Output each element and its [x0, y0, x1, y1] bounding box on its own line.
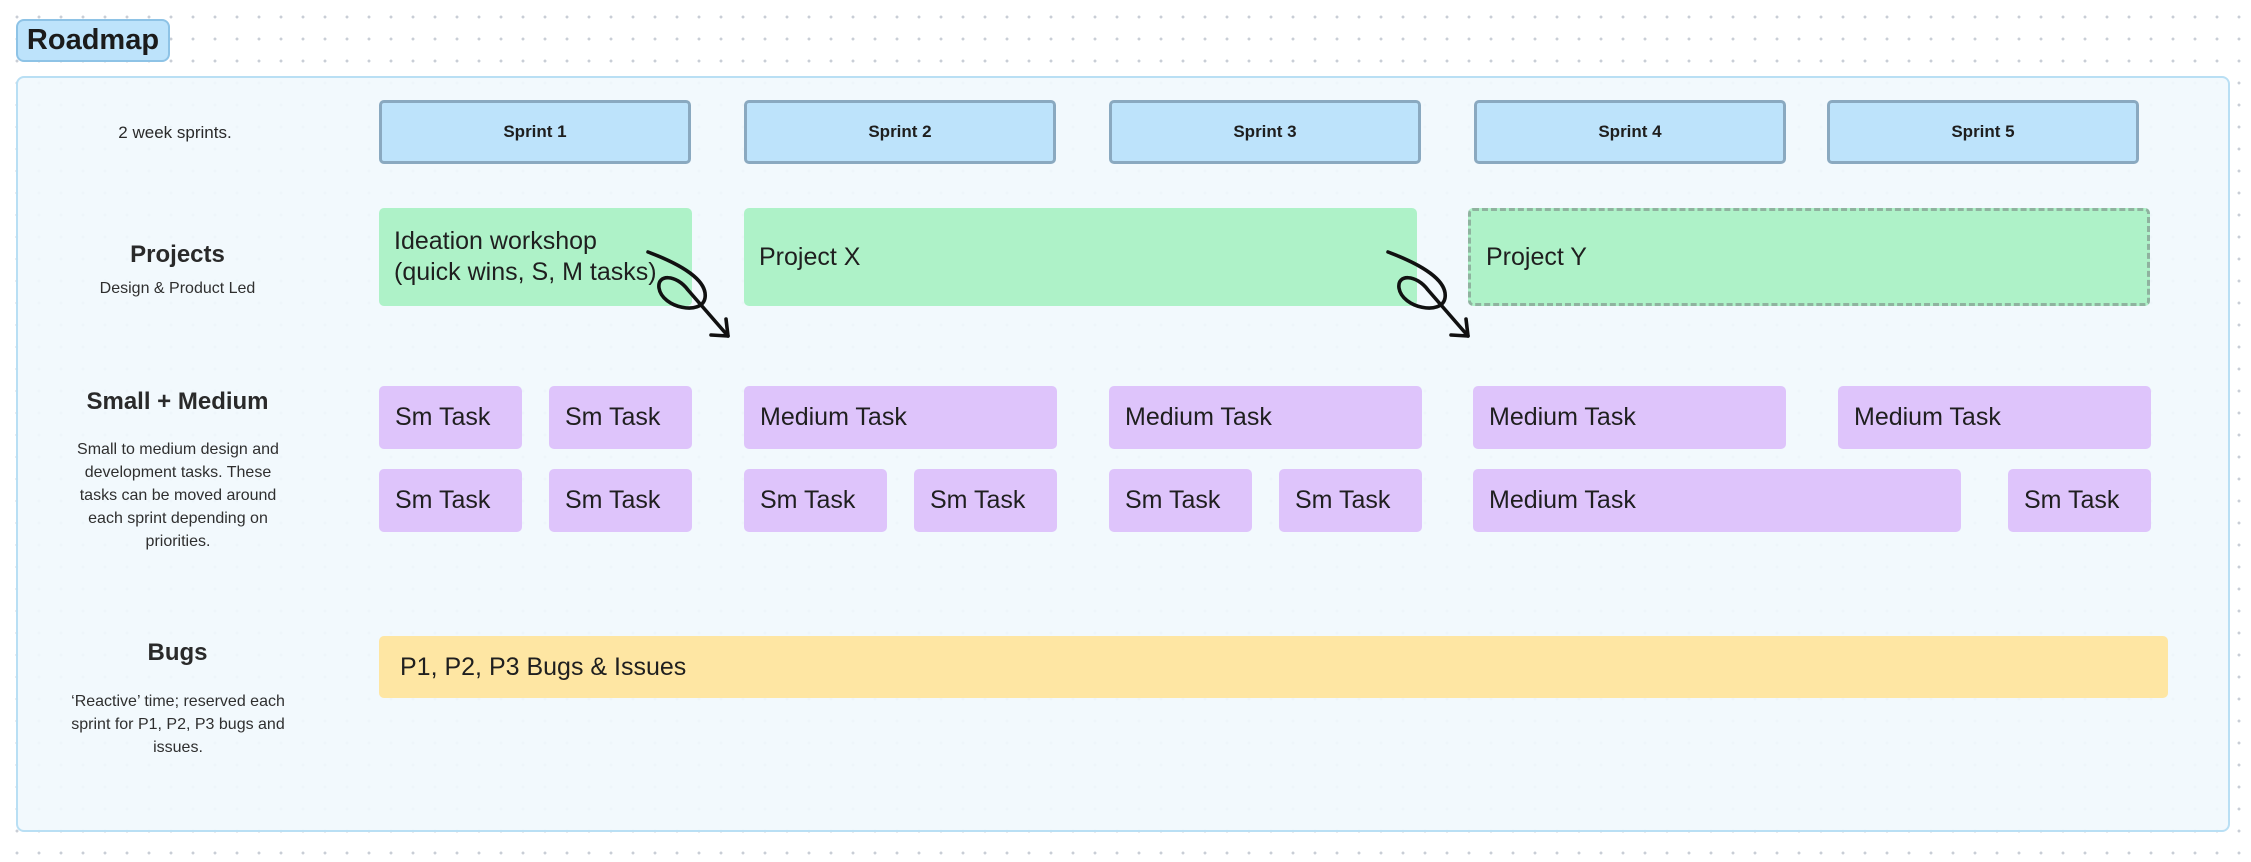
project-label: Ideation workshop (quick wins, S, M task…: [394, 227, 657, 286]
project-x[interactable]: Project X: [744, 208, 1417, 306]
task-card[interactable]: Sm Task: [744, 469, 887, 532]
task-card[interactable]: Sm Task: [549, 386, 692, 449]
sprint-3-header[interactable]: Sprint 3: [1109, 100, 1421, 164]
bugs-bar[interactable]: P1, P2, P3 Bugs & Issues: [379, 636, 2168, 698]
project-label: Project X: [759, 242, 861, 271]
project-label: Project Y: [1486, 242, 1587, 271]
task-card[interactable]: Sm Task: [379, 386, 522, 449]
row-title-projects[interactable]: Projects: [130, 241, 225, 268]
project-y[interactable]: Project Y: [1468, 208, 2150, 306]
task-card[interactable]: Sm Task: [914, 469, 1057, 532]
task-card[interactable]: Medium Task: [744, 386, 1057, 449]
row-title-bugs[interactable]: Bugs: [147, 639, 208, 666]
task-card[interactable]: Medium Task: [1838, 386, 2151, 449]
task-card[interactable]: Sm Task: [379, 469, 522, 532]
row-title-small-medium[interactable]: Small + Medium: [86, 388, 269, 415]
project-ideation-workshop[interactable]: Ideation workshop (quick wins, S, M task…: [379, 208, 692, 306]
roadmap-section[interactable]: [16, 76, 2230, 832]
task-card[interactable]: Sm Task: [549, 469, 692, 532]
task-card[interactable]: Medium Task: [1473, 386, 1786, 449]
sprint-1-header[interactable]: Sprint 1: [379, 100, 691, 164]
task-card[interactable]: Sm Task: [1109, 469, 1252, 532]
task-card[interactable]: Sm Task: [1279, 469, 1422, 532]
task-card[interactable]: Medium Task: [1109, 386, 1422, 449]
sprint-4-header[interactable]: Sprint 4: [1474, 100, 1786, 164]
task-card[interactable]: Medium Task: [1473, 469, 1961, 532]
row-subtitle-bugs[interactable]: ‘Reactive’ time; reserved each sprint fo…: [71, 693, 285, 756]
row-subtitle-small-medium[interactable]: Small to medium design and development t…: [77, 441, 279, 550]
sprint-5-header[interactable]: Sprint 5: [1827, 100, 2139, 164]
sprint-2-header[interactable]: Sprint 2: [744, 100, 1056, 164]
sprint-duration-note[interactable]: 2 week sprints.: [118, 123, 232, 142]
connector-arrow-icon[interactable]: [640, 248, 740, 343]
row-subtitle-projects[interactable]: Design & Product Led: [99, 280, 256, 297]
task-card[interactable]: Sm Task: [2008, 469, 2151, 532]
board-title[interactable]: Roadmap: [16, 19, 170, 62]
connector-arrow-icon[interactable]: [1380, 248, 1480, 343]
